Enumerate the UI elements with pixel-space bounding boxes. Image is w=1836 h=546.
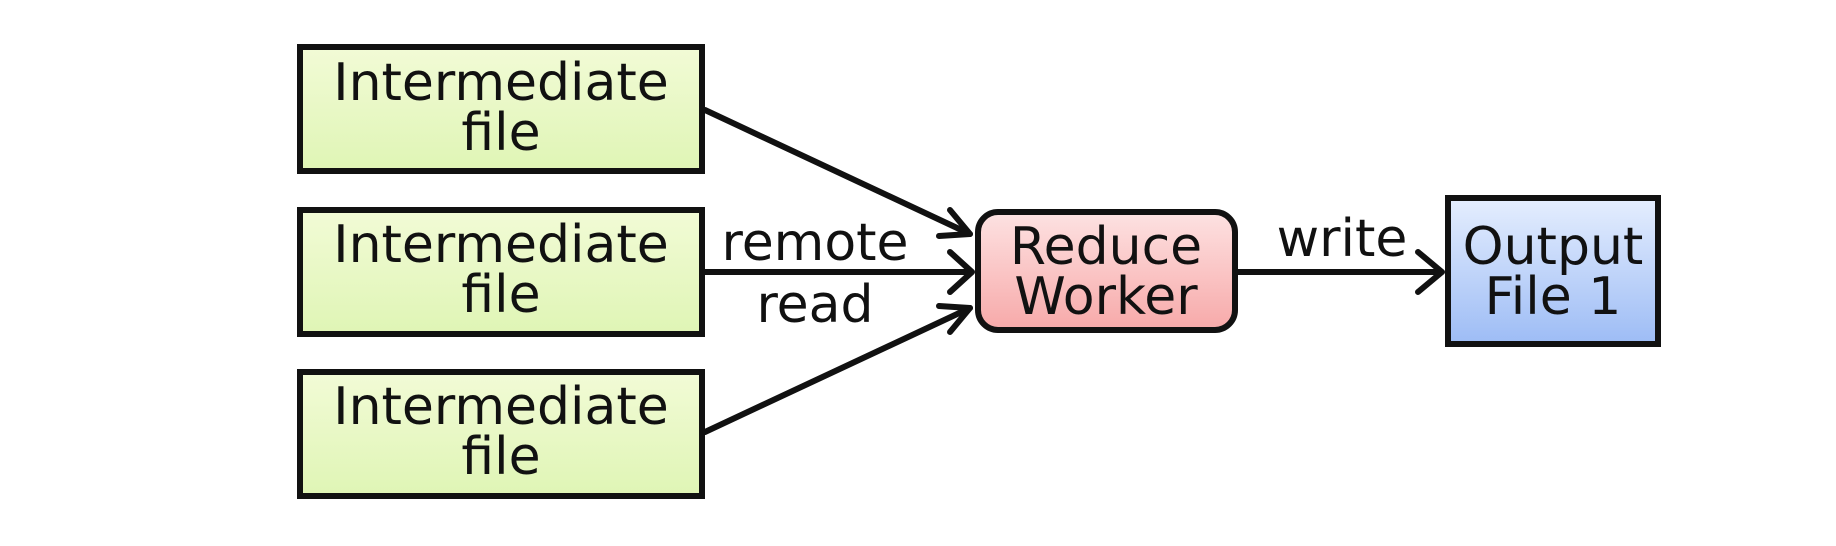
intermediate-file-1-line2: file xyxy=(461,103,540,163)
edge-label-read: read xyxy=(756,275,873,335)
arrow-intermediate-3-to-reduce xyxy=(702,303,973,435)
intermediate-file-node-1: Intermediate file xyxy=(297,44,705,174)
output-file-node: Output File 1 xyxy=(1445,195,1661,347)
reduce-worker-line1: Reduce xyxy=(1010,217,1202,277)
intermediate-file-3-line2: file xyxy=(461,427,540,487)
intermediate-file-3-line1: Intermediate xyxy=(333,377,669,437)
output-file-line2: File 1 xyxy=(1485,267,1622,327)
edge-label-remote: remote xyxy=(721,213,908,273)
edge-label-write: write xyxy=(1277,209,1408,269)
reduce-worker-line2: Worker xyxy=(1014,267,1198,327)
intermediate-file-2-line1: Intermediate xyxy=(333,215,669,275)
arrow-intermediate-1-to-reduce xyxy=(702,107,973,239)
intermediate-file-1-line1: Intermediate xyxy=(333,53,669,113)
intermediate-file-node-3: Intermediate file xyxy=(297,369,705,499)
intermediate-file-2-line2: file xyxy=(461,265,540,325)
arrow-intermediate-2-to-reduce xyxy=(702,249,975,295)
intermediate-file-node-2: Intermediate file xyxy=(297,207,705,337)
reduce-worker-node: Reduce Worker xyxy=(975,209,1238,333)
output-file-line1: Output xyxy=(1463,217,1644,277)
arrow-reduce-to-output xyxy=(1235,249,1445,295)
